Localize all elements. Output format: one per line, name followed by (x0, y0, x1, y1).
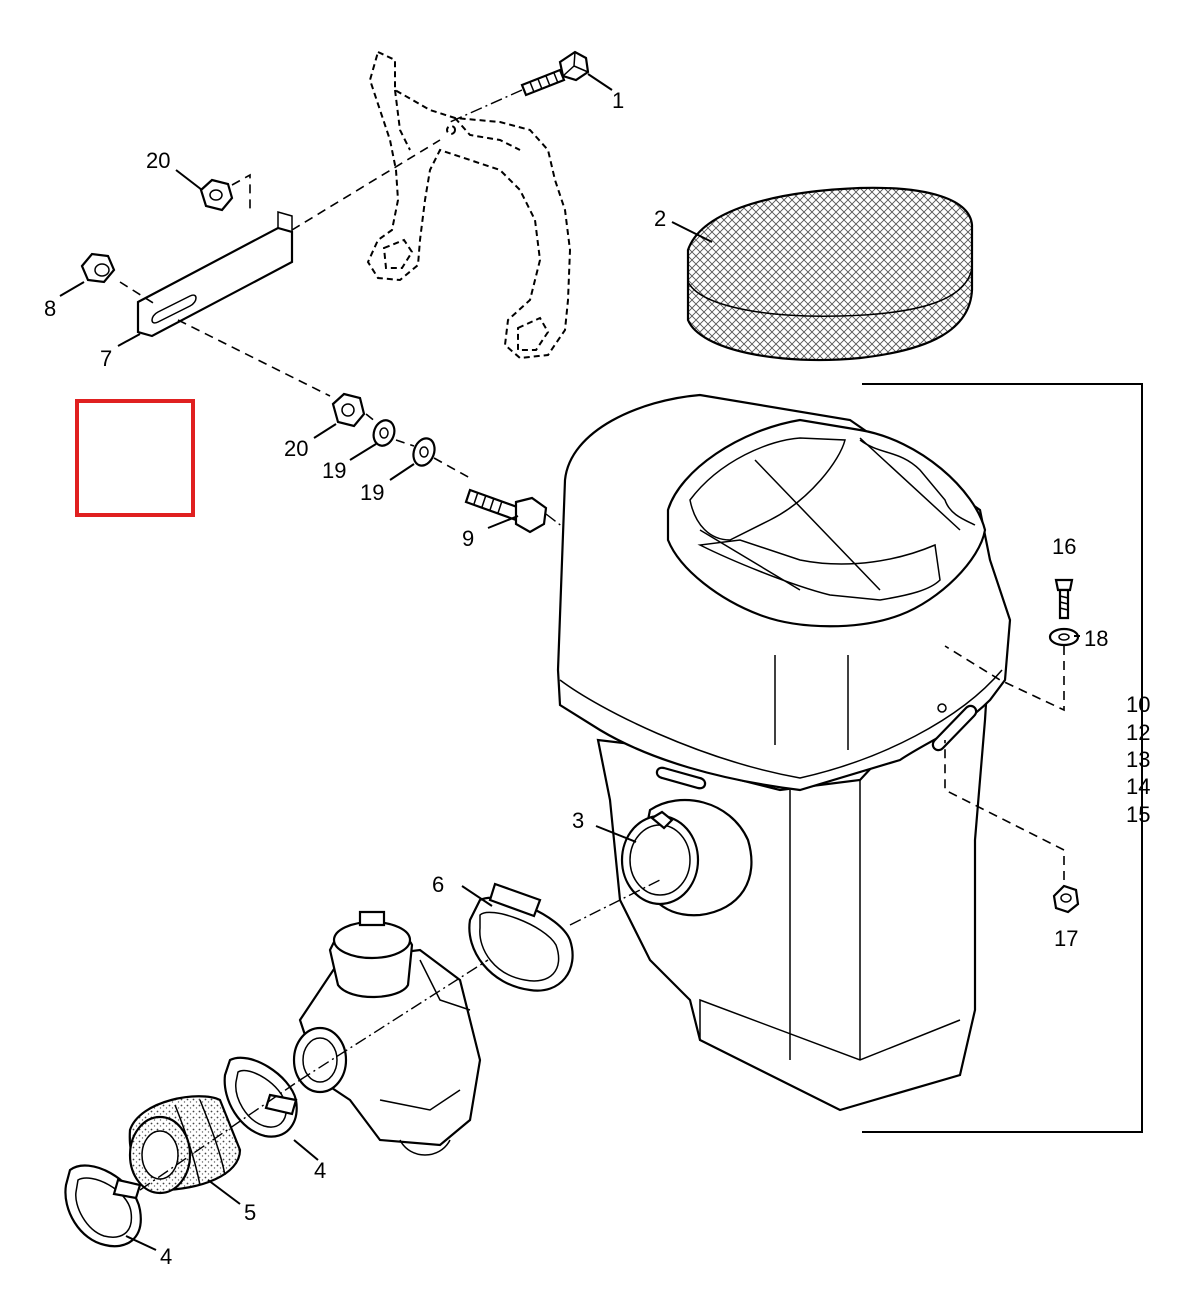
callout-4-upper: 4 (314, 1158, 326, 1183)
callout-5: 5 (244, 1200, 256, 1225)
callout-16: 16 (1052, 534, 1076, 559)
callout-group-12: 12 (1126, 720, 1150, 745)
washer-19a (372, 419, 396, 447)
hose-clamp-4-lower (64, 1164, 142, 1248)
highlight-box (75, 399, 195, 517)
callout-3: 3 (572, 808, 584, 833)
leader-lines (59, 73, 1080, 1251)
washer-19b (412, 437, 436, 467)
nut-20-top (199, 178, 234, 212)
callout-group-13: 13 (1126, 747, 1150, 772)
callout-2: 2 (654, 206, 666, 231)
hose-clamp-6 (468, 882, 574, 992)
nut-17 (1052, 884, 1080, 914)
callout-group-15: 15 (1126, 802, 1150, 827)
callout-18: 18 (1084, 626, 1108, 651)
callout-8: 8 (44, 296, 56, 321)
callout-17: 17 (1054, 926, 1078, 951)
bolt-9 (464, 488, 548, 534)
airbox-housing (556, 393, 1012, 1112)
bolt-1 (520, 50, 590, 97)
callout-9: 9 (462, 526, 474, 551)
callout-group-14: 14 (1126, 774, 1150, 799)
bracket-plate-7 (136, 211, 294, 338)
intake-boot-5 (128, 1095, 242, 1195)
callout-20-top: 20 (146, 148, 170, 173)
callout-20-lower: 20 (284, 436, 308, 461)
callout-group-10: 10 (1126, 692, 1150, 717)
washer-18 (1048, 627, 1080, 647)
nut-20-lower (331, 392, 366, 428)
intake-port-3 (620, 798, 753, 917)
group-bracket (862, 383, 1143, 1133)
screw-16 (1054, 578, 1074, 620)
foam-filter-2 (686, 186, 974, 362)
callout-1: 1 (612, 88, 624, 113)
frame-bracket-outline (366, 50, 572, 360)
callout-19-a: 19 (322, 458, 346, 483)
nut-8 (80, 252, 116, 284)
callout-4-lower: 4 (160, 1244, 172, 1269)
callout-19-b: 19 (360, 480, 384, 505)
hose-clamp-4-upper (223, 1056, 298, 1138)
carburetor (292, 910, 482, 1156)
callout-7: 7 (100, 346, 112, 371)
callout-6: 6 (432, 872, 444, 897)
